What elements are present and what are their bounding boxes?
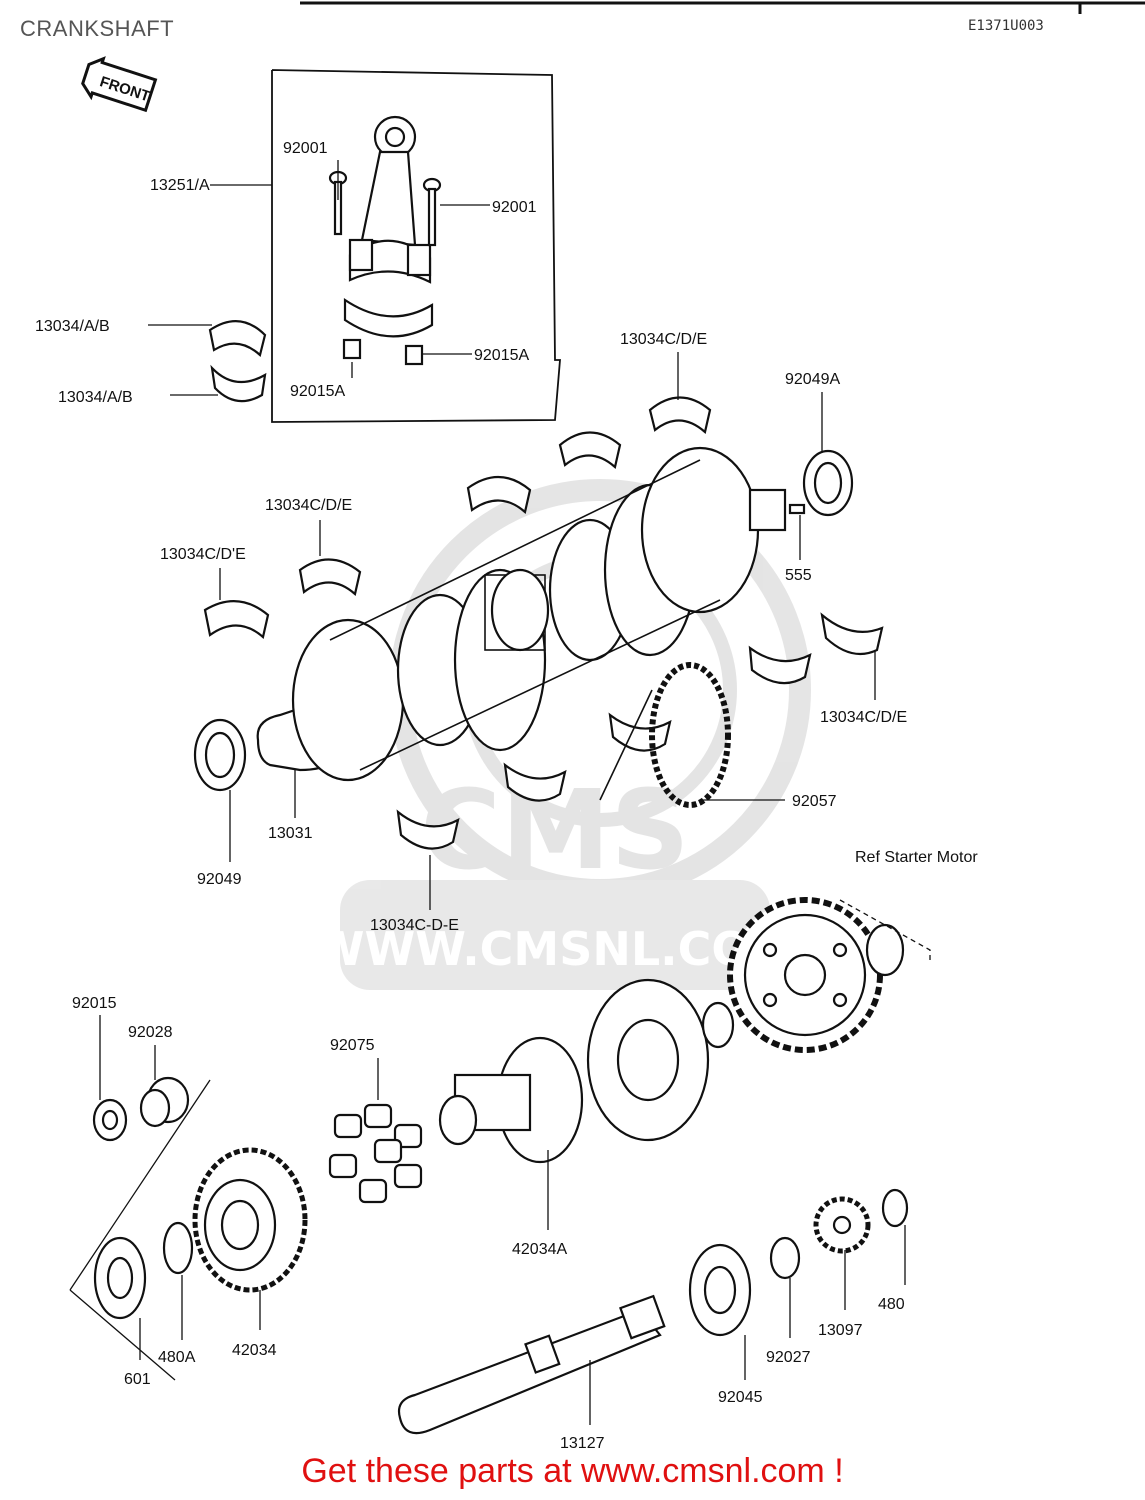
starter-clutch-housing — [586, 978, 710, 1142]
diagram-ref-code: E1371U003 — [968, 18, 1044, 34]
label-13034cde-mid: 13034C/D/E — [265, 497, 352, 514]
label-42034: 42034 — [232, 1342, 277, 1359]
label-92015a-left: 92015A — [290, 383, 345, 400]
bearing-inserts — [203, 320, 884, 850]
sprocket-13097 — [813, 1196, 871, 1254]
label-42034a: 42034A — [512, 1241, 567, 1258]
label-13251-a: 13251/A — [150, 177, 210, 194]
label-92049a: 92049A — [785, 371, 840, 388]
conrod-group-box — [271, 69, 561, 423]
ref-starter-motor-note: Ref Starter Motor — [855, 849, 978, 866]
label-92075: 92075 — [330, 1037, 375, 1054]
label-13127: 13127 — [560, 1435, 605, 1452]
nut-92015 — [92, 1098, 128, 1142]
leader-lines — [99, 160, 906, 1425]
label-13034cde-top: 13034C/D/E — [620, 331, 707, 348]
watermark-url: WWW.CMSNL.COM — [314, 922, 797, 976]
front-arrow-badge: FRONT — [81, 56, 158, 113]
label-601: 601 — [124, 1371, 151, 1388]
oil-seal-92049 — [193, 718, 247, 792]
label-13031: 13031 — [268, 825, 313, 842]
label-92001-left: 92001 — [283, 140, 328, 157]
label-555: 555 — [785, 567, 812, 584]
thrust-washer — [701, 1001, 735, 1049]
bearing-92045 — [688, 1243, 752, 1337]
circlip-480a — [162, 1221, 194, 1275]
circlip-480 — [881, 1188, 909, 1228]
label-92001-right: 92001 — [492, 199, 537, 216]
oil-seal-92049a — [802, 449, 854, 517]
label-13034cde-left: 13034C/D'E — [160, 546, 246, 563]
label-92027: 92027 — [766, 1349, 811, 1366]
label-13034cde-bottom: 13034C-D-E — [370, 917, 459, 934]
label-92045: 92045 — [718, 1389, 763, 1406]
cam-chain-92057 — [599, 662, 731, 808]
footer-promo-link[interactable]: Get these parts at www.cmsnl.com ! — [301, 1452, 844, 1490]
page-title: CRANKSHAFT — [20, 16, 175, 41]
starter-clutch-gear — [727, 897, 883, 1053]
label-13034cde-right: 13034C/D/E — [820, 709, 907, 726]
label-480: 480 — [878, 1296, 905, 1313]
part-labels: 13251/A 92001 92001 13034/A/B 13034/A/B … — [35, 140, 978, 1452]
connecting-rod — [343, 115, 434, 338]
damper-rubbers-92075 — [328, 1103, 423, 1204]
gear-42034 — [192, 1147, 308, 1293]
watermark: CMS WWW.CMSNL.COM — [314, 479, 811, 990]
label-480a: 480A — [158, 1349, 196, 1366]
collar-92027 — [769, 1236, 801, 1280]
starter-washer — [865, 923, 905, 977]
label-13034-a-b-upper: 13034/A/B — [35, 318, 110, 335]
bushing-92028 — [139, 1076, 190, 1128]
crankshaft — [256, 446, 787, 782]
label-92057: 92057 — [792, 793, 837, 810]
clutch-hub-42034a — [438, 1036, 584, 1164]
bearing-601 — [93, 1236, 147, 1320]
conrod-nuts — [342, 338, 424, 366]
label-13034-a-b-lower: 13034/A/B — [58, 389, 133, 406]
label-92015: 92015 — [72, 995, 117, 1012]
woodruff-key — [788, 503, 806, 515]
label-92028: 92028 — [128, 1024, 173, 1041]
output-shaft-13127 — [397, 1294, 666, 1435]
label-13097: 13097 — [818, 1322, 863, 1339]
label-92015a-right: 92015A — [474, 347, 529, 364]
label-92049: 92049 — [197, 871, 242, 888]
